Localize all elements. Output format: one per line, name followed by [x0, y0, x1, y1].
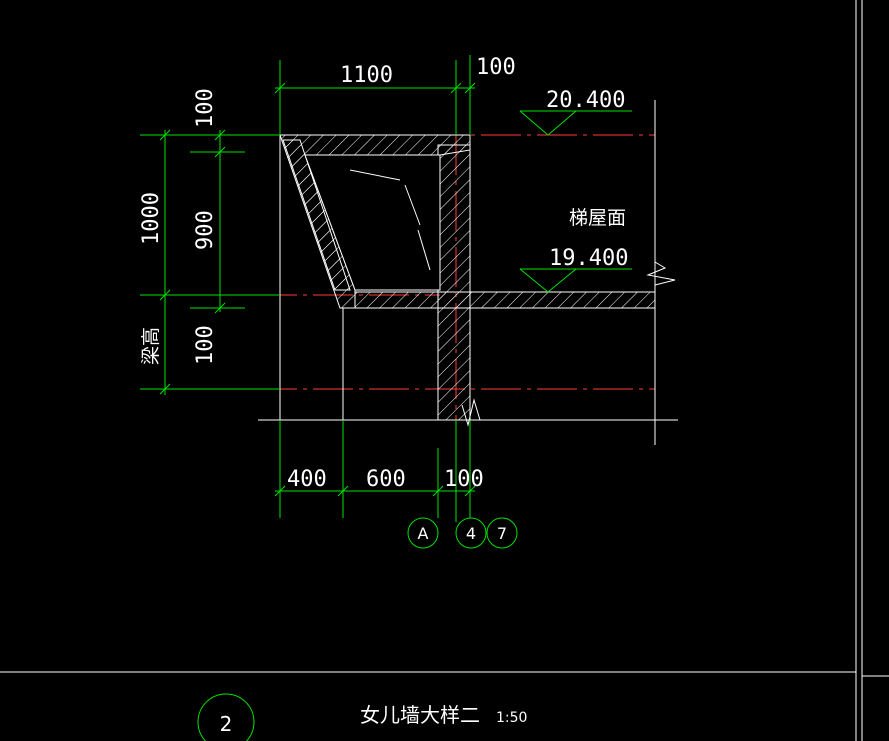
- axis-bubble-7: 7: [497, 524, 507, 543]
- dim-1000: 1000: [139, 192, 164, 245]
- elevation-upper-text: 20.400: [546, 88, 625, 113]
- axis-bubbles: A 4 7: [407, 517, 518, 549]
- beam-height-label: 梁高: [140, 327, 162, 365]
- axis-bubble-4: 4: [466, 524, 476, 543]
- detail-number: 2: [220, 712, 233, 736]
- dim-900: 900: [193, 210, 218, 250]
- dim-600: 600: [366, 467, 406, 492]
- parapet-section: [258, 100, 678, 445]
- break-symbols: [461, 261, 676, 427]
- axis-bubble-a: A: [418, 524, 429, 543]
- elevation-upper: 20.400: [519, 88, 632, 136]
- dim-100-cap: 100: [193, 88, 218, 128]
- top-dimensions: 1100 100: [274, 55, 516, 135]
- left-dimensions: 1000 100 900 100 梁高: [139, 88, 280, 395]
- dim-100-lower: 100: [193, 325, 218, 365]
- detail-title: 2 女儿墙大样二 1:50: [197, 693, 527, 741]
- bottom-dimensions: 400 600 100: [274, 420, 484, 518]
- detail-scale: 1:50: [496, 710, 527, 726]
- elevation-lower: 19.400: [519, 246, 632, 293]
- dim-1100: 1100: [340, 63, 393, 88]
- roof-label: 梯屋面: [569, 207, 626, 229]
- dim-100-bottom: 100: [444, 467, 484, 492]
- detail-title-text: 女儿墙大样二: [360, 703, 480, 727]
- dim-100-top: 100: [476, 55, 516, 80]
- elevation-lower-text: 19.400: [549, 246, 628, 271]
- dim-400: 400: [287, 467, 327, 492]
